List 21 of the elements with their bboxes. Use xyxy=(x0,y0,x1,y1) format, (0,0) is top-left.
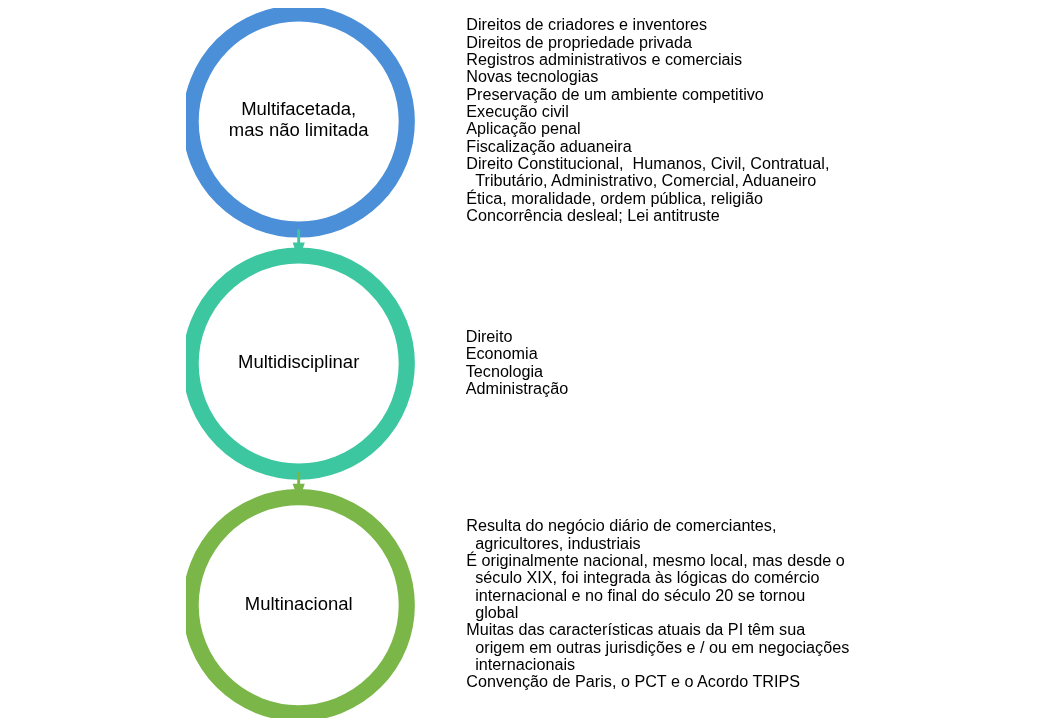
node-label: Direitos de propriedade privada xyxy=(465,32,692,51)
node-label: Economia xyxy=(465,344,538,363)
node-label: Novas tecnologias xyxy=(465,67,598,86)
node-label: Direito Constitucional, Humanos, Civil, Contratual, Tributário, Administrativo, Comercial, Aduaneiro xyxy=(465,154,829,190)
node-label: Tecnologia xyxy=(465,361,543,380)
node-circle: Multinacional xyxy=(185,489,415,718)
node-circle: Multifacetada, mas não limitada xyxy=(185,8,415,238)
node-label: Resulta do negócio diário de comerciantes, agricultores, industriais xyxy=(465,516,776,552)
node-label: Registros administrativos e comerciais xyxy=(465,50,742,69)
node-label: Execução civil xyxy=(465,102,569,121)
node-label: Ética, moralidade, ordem pública, religião xyxy=(465,188,763,207)
node-label: Direito xyxy=(465,326,512,345)
node-label: É originalmente nacional, mesmo local, mas desde o século XIX, foi integrada às lógicas do comércio internacional e no final do século 20 se tornou global xyxy=(465,551,845,622)
node-circle: Multidisciplinar xyxy=(185,247,415,480)
node-label: Preservação de um ambiente competitivo xyxy=(465,84,764,103)
node-label: Convenção de Paris, o PCT e o Acordo TRIPS xyxy=(465,672,800,691)
node-label: Direitos de criadores e inventores xyxy=(465,15,707,34)
node-label: Concorrência desleal; Lei antitruste xyxy=(465,206,720,225)
node-label: Muitas das características atuais da PI têm sua origem em outras jurisdições e / ou em negociações internacionais xyxy=(465,620,849,674)
node-label: Fiscalização aduaneira xyxy=(465,136,632,155)
node-label: Aplicação penal xyxy=(465,119,580,138)
